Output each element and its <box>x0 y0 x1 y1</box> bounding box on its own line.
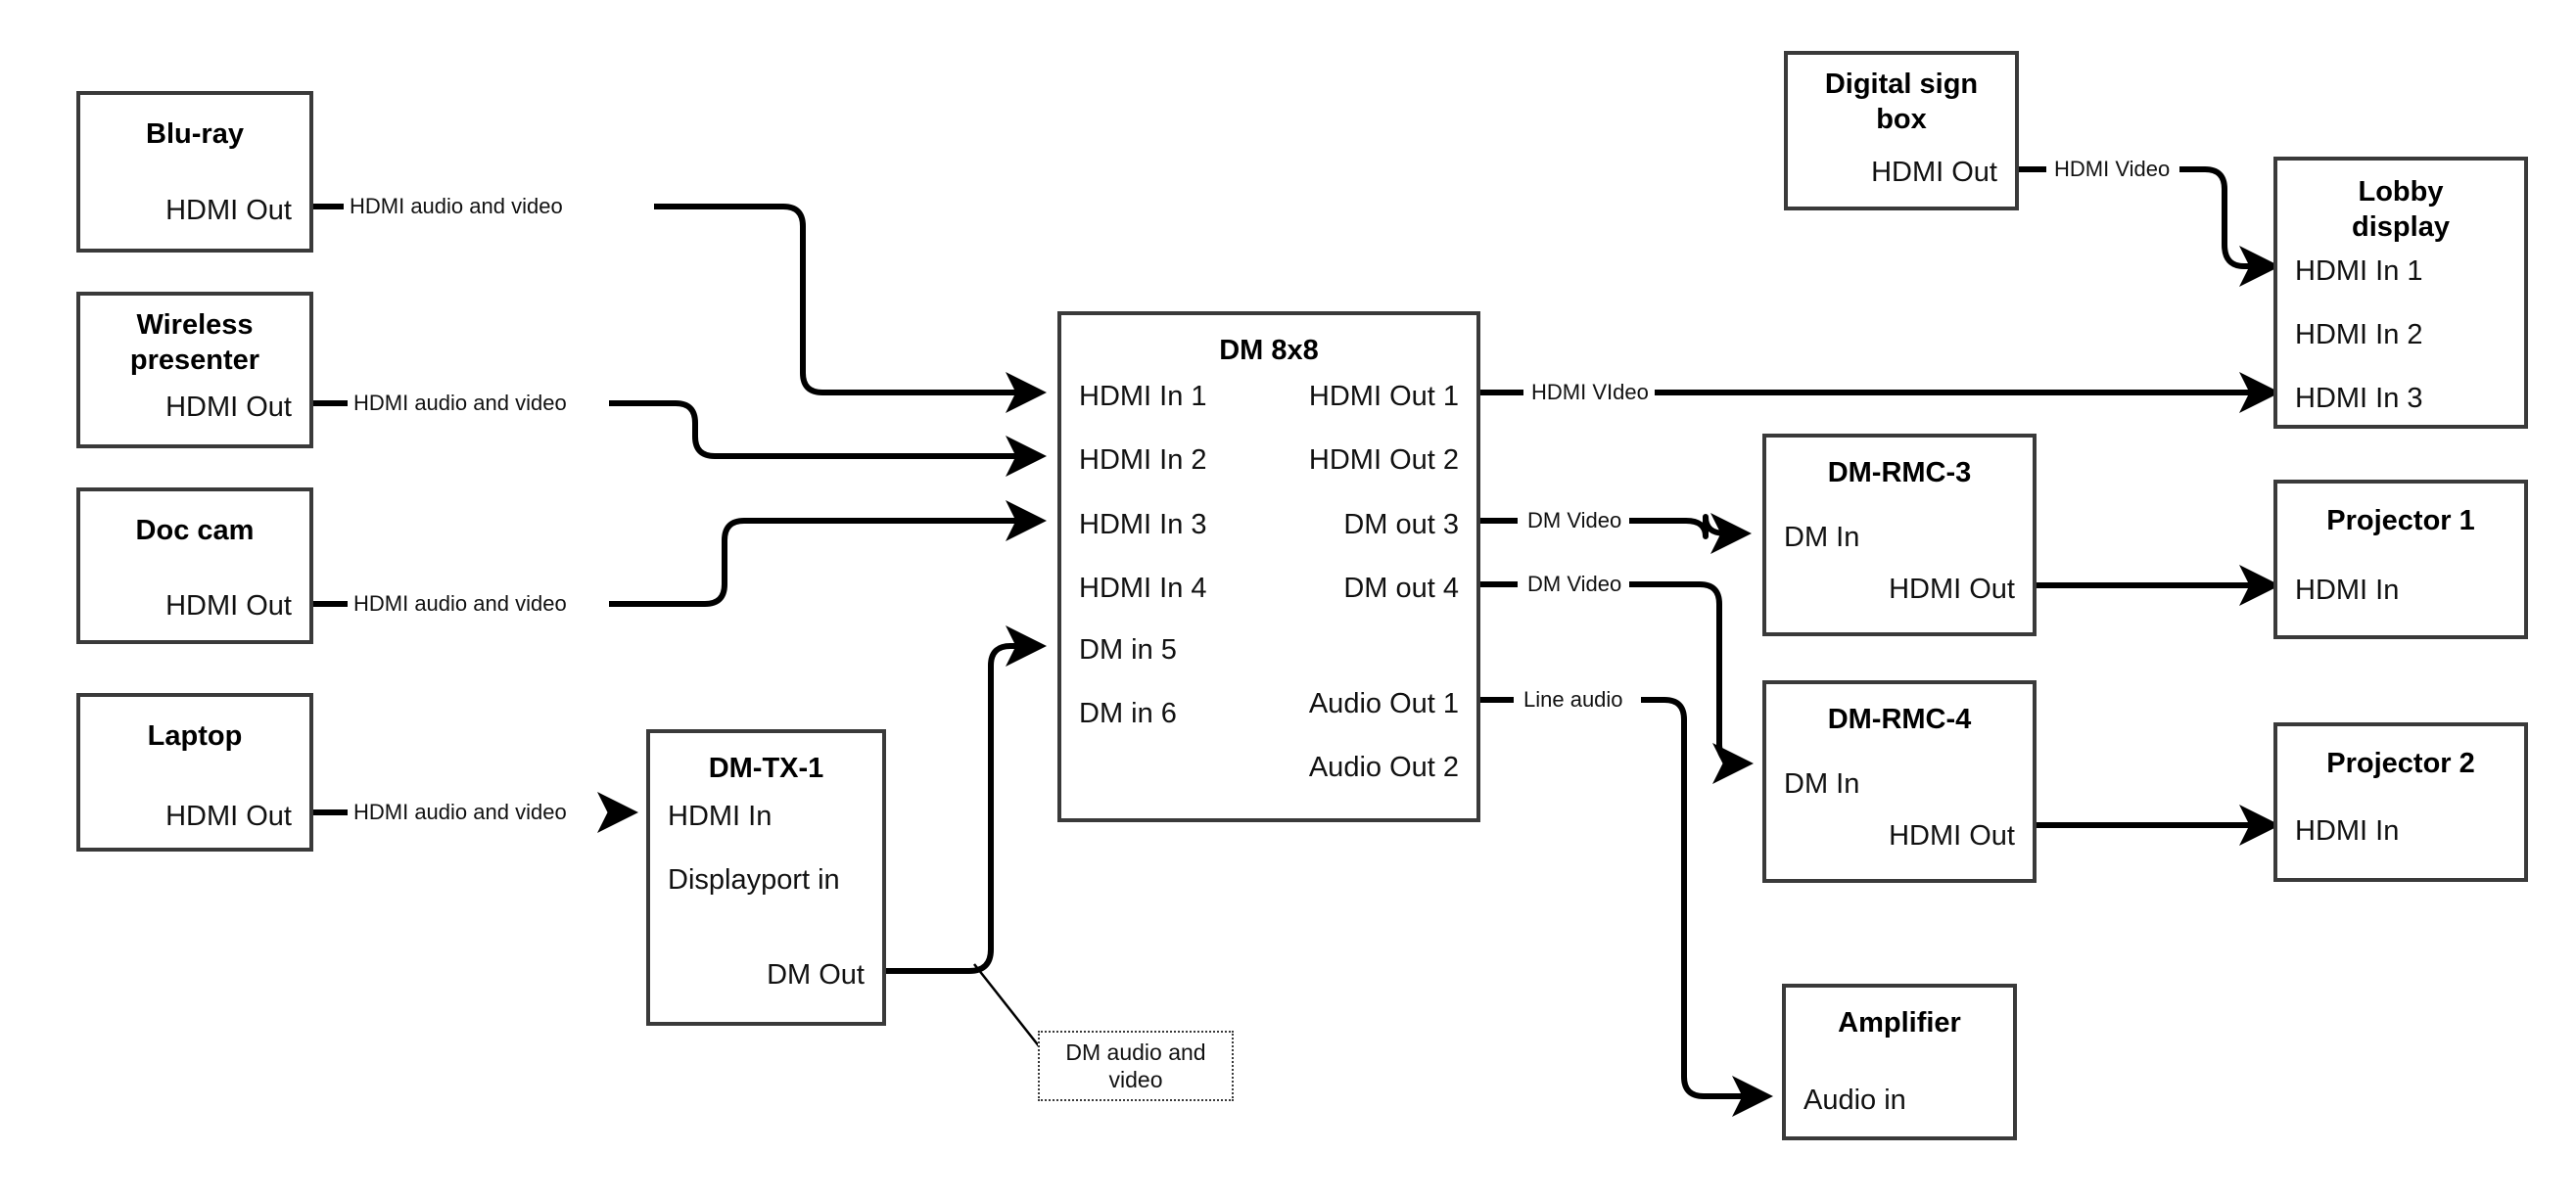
wire-label-dm-out-4: DM Video <box>1522 572 1628 597</box>
node-doc-cam-port-hdmi-out[interactable]: HDMI Out <box>165 590 292 622</box>
node-laptop-title: Laptop <box>147 720 243 752</box>
node-digital-sign-box-title-line1: Digital sign <box>1824 69 1979 100</box>
wire-dm8x8-audioout1-to-amp-b <box>1641 697 1773 1117</box>
node-dm-8x8-output-5[interactable]: Audio Out 1 <box>1308 688 1459 719</box>
node-lobby-display-input-3[interactable]: HDMI In 3 <box>2295 383 2423 414</box>
node-dm-rmc-3-title: DM-RMC-3 <box>1827 457 1972 488</box>
node-dm-8x8-input-4[interactable]: HDMI In 4 <box>1079 573 1207 604</box>
wire-label-audio-out-1: Line audio <box>1518 687 1629 713</box>
wire-label-hdmi-out-1: HDMI VIdeo <box>1525 380 1655 405</box>
node-digital-sign-box-port-hdmi-out[interactable]: HDMI Out <box>1871 157 1997 188</box>
node-dm-8x8-input-1[interactable]: HDMI In 1 <box>1079 381 1207 412</box>
node-wireless-presenter-title-line1: Wireless <box>136 309 254 341</box>
wire-label-digital-sign: HDMI Video <box>2048 157 2177 182</box>
node-laptop[interactable]: Laptop HDMI Out <box>76 693 313 852</box>
node-dm-8x8-output-2[interactable]: HDMI Out 2 <box>1308 444 1459 476</box>
node-dm-8x8-input-5[interactable]: DM in 5 <box>1079 634 1177 666</box>
wire-dm8x8-dmout4-to-rmc4-b <box>1629 581 1754 784</box>
node-dm-8x8-title: DM 8x8 <box>1219 335 1319 366</box>
node-dm-8x8-output-6[interactable]: Audio Out 2 <box>1308 752 1459 783</box>
node-lobby-display-title-line2: display <box>2352 211 2450 243</box>
node-dm-tx-1-port-displayport-in[interactable]: Displayport in <box>668 864 840 896</box>
note-dm-audio-and-video-text: DM audio and video <box>1065 1039 1206 1092</box>
wire-bluray-to-dm8x8-b <box>654 204 1047 413</box>
node-dm-rmc-4-port-hdmi-out[interactable]: HDMI Out <box>1889 820 2015 852</box>
node-lobby-display-input-2[interactable]: HDMI In 2 <box>2295 319 2423 350</box>
node-lobby-display-title-line1: Lobby <box>2358 176 2444 208</box>
wire-digitalsign-to-lobby-b <box>2179 166 2280 287</box>
wire-label-dm-out-3: DM Video <box>1522 508 1628 533</box>
node-dm-8x8-output-3[interactable]: DM out 3 <box>1343 509 1459 540</box>
node-dm-8x8-input-6[interactable]: DM in 6 <box>1079 698 1177 729</box>
wire-dmtx1-to-dm8x8 <box>886 625 1047 974</box>
node-amplifier-port-audio-in[interactable]: Audio in <box>1803 1085 1906 1116</box>
node-dm-8x8-input-3[interactable]: HDMI In 3 <box>1079 509 1207 540</box>
node-dm-tx-1[interactable]: DM-TX-1 HDMI In Displayport in DM Out <box>646 729 886 1026</box>
node-doc-cam-title: Doc cam <box>135 515 255 546</box>
node-digital-sign-box[interactable]: Digital sign box HDMI Out <box>1784 51 2019 210</box>
wire-doccam-to-dm8x8-b <box>609 500 1047 607</box>
node-dm-rmc-4-port-dm-in[interactable]: DM In <box>1784 768 1860 800</box>
node-dm-rmc-3-port-hdmi-out[interactable]: HDMI Out <box>1889 574 2015 605</box>
wire-label-doccam: HDMI audio and video <box>348 591 573 617</box>
node-projector-1-title: Projector 1 <box>2326 505 2475 536</box>
node-dm-8x8[interactable]: DM 8x8 HDMI In 1 HDMI In 2 HDMI In 3 HDM… <box>1057 311 1480 822</box>
node-dm-tx-1-title: DM-TX-1 <box>708 753 824 784</box>
node-amplifier-title: Amplifier <box>1838 1007 1961 1039</box>
wire-label-wireless: HDMI audio and video <box>348 391 573 416</box>
wire-label-bluray: HDMI audio and video <box>344 194 569 219</box>
node-doc-cam[interactable]: Doc cam HDMI Out <box>76 487 313 644</box>
node-projector-1[interactable]: Projector 1 HDMI In <box>2273 480 2528 639</box>
node-wireless-presenter[interactable]: Wireless presenter HDMI Out <box>76 292 313 448</box>
node-dm-rmc-4[interactable]: DM-RMC-4 DM In HDMI Out <box>1762 680 2037 883</box>
node-projector-1-port-hdmi-in[interactable]: HDMI In <box>2295 575 2400 606</box>
node-bluray-title: Blu-ray <box>146 118 244 150</box>
node-laptop-port-hdmi-out[interactable]: HDMI Out <box>165 801 292 832</box>
node-dm-8x8-output-1[interactable]: HDMI Out 1 <box>1308 381 1459 412</box>
wire-dm8x8-dmout3-to-rmc3-b <box>1629 513 1752 554</box>
node-wireless-presenter-title-line2: presenter <box>129 345 260 376</box>
wire-label-laptop: HDMI audio and video <box>348 800 573 825</box>
node-dm-rmc-4-title: DM-RMC-4 <box>1827 704 1972 735</box>
node-dm-8x8-input-2[interactable]: HDMI In 2 <box>1079 444 1207 476</box>
node-projector-2-port-hdmi-in[interactable]: HDMI In <box>2295 815 2400 847</box>
node-bluray[interactable]: Blu-ray HDMI Out <box>76 91 313 253</box>
note-leader-line <box>973 963 1041 1048</box>
node-dm-rmc-3-port-dm-in[interactable]: DM In <box>1784 522 1860 553</box>
node-projector-2-title: Projector 2 <box>2326 748 2475 779</box>
node-amplifier[interactable]: Amplifier Audio in <box>1782 984 2017 1140</box>
node-wireless-presenter-port-hdmi-out[interactable]: HDMI Out <box>165 392 292 423</box>
node-lobby-display[interactable]: Lobby display HDMI In 1 HDMI In 2 HDMI I… <box>2273 157 2528 429</box>
wire-wireless-to-dm8x8-b <box>609 400 1047 477</box>
node-dm-rmc-3[interactable]: DM-RMC-3 DM In HDMI Out <box>1762 434 2037 636</box>
node-dm-8x8-output-4[interactable]: DM out 4 <box>1343 573 1459 604</box>
node-lobby-display-input-1[interactable]: HDMI In 1 <box>2295 255 2423 287</box>
node-digital-sign-box-title-line2: box <box>1876 104 1927 135</box>
node-dm-tx-1-port-dm-out[interactable]: DM Out <box>767 959 865 991</box>
node-bluray-port-hdmi-out[interactable]: HDMI Out <box>165 195 292 226</box>
node-projector-2[interactable]: Projector 2 HDMI In <box>2273 722 2528 882</box>
note-dm-audio-and-video: DM audio and video <box>1038 1031 1234 1101</box>
node-dm-tx-1-port-hdmi-in[interactable]: HDMI In <box>668 801 773 832</box>
